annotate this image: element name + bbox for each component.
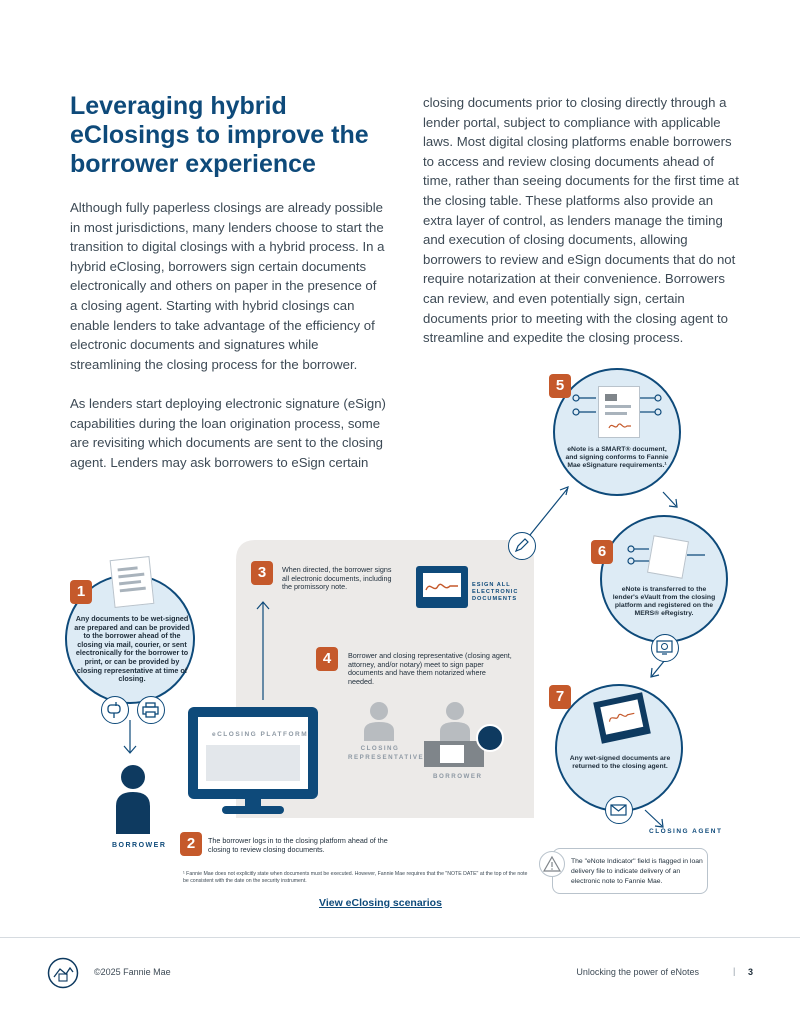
- step-6-number: 6: [591, 540, 613, 564]
- borrower-left-label: BORROWER: [112, 842, 167, 849]
- notary-seal-icon: [476, 724, 504, 752]
- circuit-lines-icon: [572, 394, 662, 416]
- step-2-number: 2: [180, 832, 202, 856]
- borrower-person-icon: [116, 765, 150, 834]
- page-number: 3: [748, 967, 754, 977]
- footer-separator: |: [733, 966, 736, 976]
- step-4-text: Borrower and closing representative (clo…: [348, 651, 512, 686]
- monitor-base: [222, 806, 284, 814]
- step-1-text: Any documents to be wet-signed are prepa…: [74, 614, 190, 684]
- body-paragraph-1: Although fully paperless closings are al…: [70, 200, 385, 372]
- esign-all-label: ESIGN ALL ELECTRONIC DOCUMENTS: [472, 582, 519, 602]
- step-3-number: 3: [251, 561, 273, 585]
- step-3-text: When directed, the borrower signs all el…: [282, 565, 392, 592]
- evault-screen-icon: [651, 634, 679, 662]
- step-1-number: 1: [70, 580, 92, 604]
- step-7-number: 7: [549, 685, 571, 709]
- step-5-number: 5: [549, 374, 571, 398]
- footer-doc-title: Unlocking the power of eNotes: [576, 967, 699, 977]
- monitor-stand: [245, 799, 261, 807]
- warning-icon: [539, 851, 565, 877]
- printer-icon: [137, 696, 165, 724]
- transfer-lines-icon: [627, 545, 705, 565]
- return-envelope-icon: [593, 692, 651, 744]
- body-paragraph-3: closing documents prior to closing direc…: [423, 95, 739, 346]
- fannie-mae-logo-icon: [47, 957, 79, 989]
- platform-label: eCLOSING PLATFORM: [212, 731, 309, 738]
- step-7-circle: [555, 684, 683, 812]
- monitor-icon: eCLOSING PLATFORM: [188, 707, 318, 799]
- mail-icon: [605, 796, 633, 824]
- document-stack-icon: [109, 556, 155, 608]
- borrower-mid-label: BORROWER: [433, 773, 483, 780]
- step-7-text: Any wet-signed documents are returned to…: [569, 755, 671, 770]
- notice-text: The "eNote Indicator" field is flagged i…: [571, 858, 703, 885]
- footnote: ¹ Fannie Mae does not explicitly state w…: [183, 871, 528, 884]
- step-6-circle: [600, 515, 728, 643]
- step-4-number: 4: [316, 647, 338, 671]
- closing-rep-label: CLOSING REPRESENTATIVE: [348, 745, 425, 761]
- page-title: Leveraging hybrid eClosings to improve t…: [70, 92, 369, 178]
- body-paragraph-2: As lenders start deploying electronic si…: [70, 396, 386, 470]
- closing-rep-person-icon: [364, 702, 394, 741]
- paper-signing-table: [424, 741, 484, 767]
- footer-divider: [0, 937, 800, 938]
- esign-screen-icon: [416, 566, 468, 608]
- step-5-text: eNote is a SMART® document, and signing …: [565, 446, 669, 469]
- view-eclosing-scenarios-link[interactable]: View eClosing scenarios: [319, 897, 442, 909]
- borrower-mid-person-icon: [440, 702, 470, 741]
- step-2-text: The borrower logs in to the closing plat…: [208, 836, 388, 854]
- step-6-text: eNote is transferred to the lender's eVa…: [612, 586, 716, 617]
- pen-icon: [508, 532, 536, 560]
- copyright: ©2025 Fannie Mae: [94, 967, 171, 977]
- enote-document-icon: [598, 386, 640, 438]
- closing-agent-label: CLOSING AGENT: [649, 828, 723, 835]
- mailbox-icon: [101, 696, 129, 724]
